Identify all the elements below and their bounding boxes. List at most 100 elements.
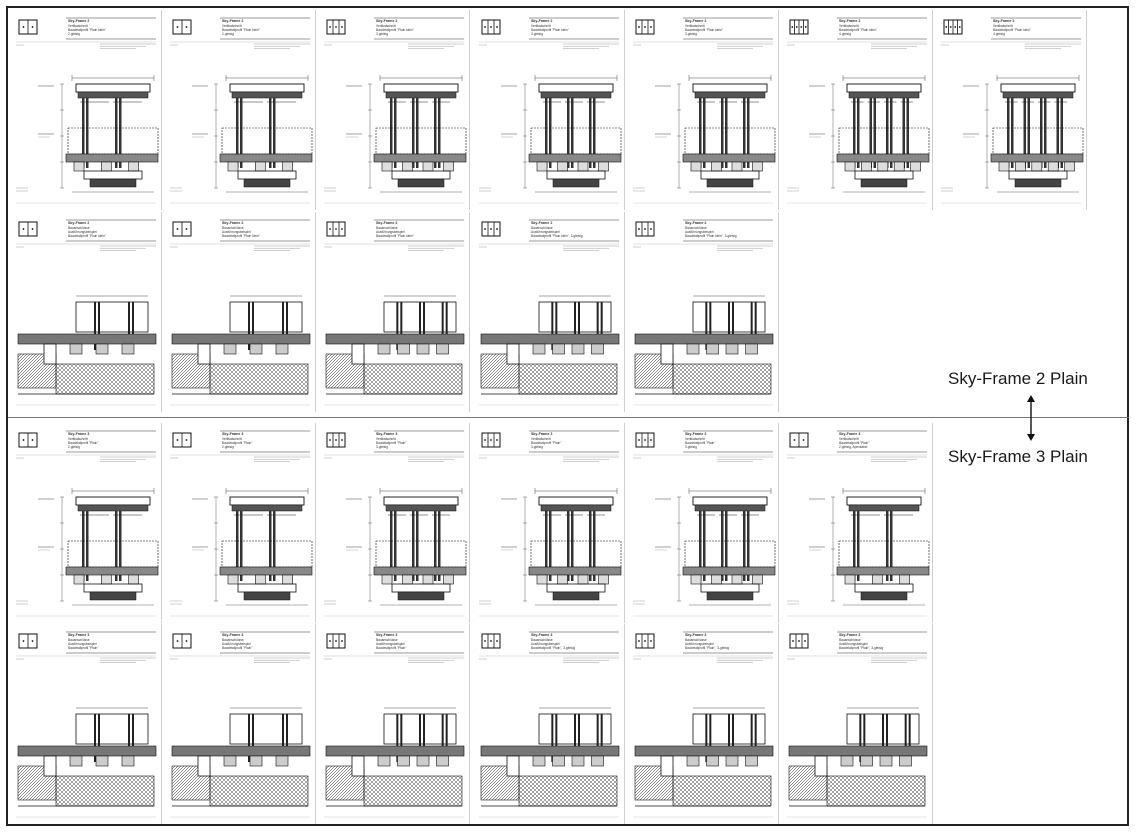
sheet-title: Bauanschlüsse Ausführungsbeispiel Baudet… [222,226,260,238]
sheet-drawing [170,430,313,617]
sheet-product-name: Sky-Frame 2 [531,19,553,23]
sheet-title: Vertikalschnitt Baudetailprofil "Plain k… [839,24,877,36]
sheet-drawing [170,17,313,204]
sheet-title: Vertikalschnitt Baudetailprofil "Plain k… [222,24,260,36]
sheet-drawing [633,219,774,406]
sheet-title: Vertikalschnitt Baudetailprofil "Plain" … [222,437,253,449]
sheet-product-name: Sky-Frame 2 [68,221,90,225]
sheet-title: Bauanschlüsse Ausführungsbeispiel Baudet… [839,638,884,650]
sheet-drawing [170,219,311,406]
sheet-drawing [479,631,620,818]
sheet-product-name: Sky-Frame 3 [376,633,398,637]
sheet-drawing [941,17,1084,204]
sheet-drawing [479,219,620,406]
sheet-drawing [787,631,928,818]
sheet-drawing [16,430,159,617]
sheet-drawing [479,17,622,204]
sheet-product-name: Sky-Frame 2 [685,221,707,225]
sheet-drawing [324,219,465,406]
sheet-product-name: Sky-Frame 2 [685,19,707,23]
sheet-title: Bauanschlüsse Ausführungsbeispiel Baudet… [685,226,737,238]
sheet-product-name: Sky-Frame 3 [222,432,244,436]
sheet-title: Vertikalschnitt Baudetailprofil "Plain" … [531,437,562,449]
sheet-title: Vertikalschnitt Baudetailprofil "Plain k… [376,24,414,36]
sheet-drawing [324,17,467,204]
sheet-product-name: Sky-Frame 3 [376,432,398,436]
sheet-product-name: Sky-Frame 3 [531,432,553,436]
sheet-product-name: Sky-Frame 2 [839,19,861,23]
sheet-product-name: Sky-Frame 3 [531,633,553,637]
sheet-product-name: Sky-Frame 2 [222,221,244,225]
sheet-title: Bauanschlüsse Ausführungsbeispiel Baudet… [531,638,576,650]
sheet-product-name: Sky-Frame 3 [68,432,90,436]
sheet-drawing [16,17,159,204]
sheet-title: Bauanschlüsse Ausführungsbeispiel Baudet… [376,638,407,650]
sheet-product-name: Sky-Frame 3 [839,432,861,436]
sheet-title: Vertikalschnitt Baudetailprofil "Plain k… [993,24,1031,36]
sheet-product-name: Sky-Frame 3 [685,432,707,436]
sheet-drawing [633,17,776,204]
sheet-product-name: Sky-Frame 3 [68,633,90,637]
sheet-product-name: Sky-Frame 2 [531,221,553,225]
sheet-title: Bauanschlüsse Ausführungsbeispiel Baudet… [531,226,583,238]
sheet-drawing [16,631,157,818]
sheet-title: Vertikalschnitt Baudetailprofil "Plain k… [531,24,569,36]
sheet-drawing [787,17,930,204]
sheet-title: Vertikalschnitt Baudetailprofil "Plain k… [68,24,106,36]
sheet-drawing [324,631,465,818]
sheet-drawing [633,631,774,818]
sheet-drawing [787,430,930,617]
sheet-product-name: Sky-Frame 3 [685,633,707,637]
sheet-title: Bauanschlüsse Ausführungsbeispiel Baudet… [376,226,414,238]
sheet-product-name: Sky-Frame 2 [68,19,90,23]
sheet-product-name: Sky-Frame 2 [376,19,398,23]
sheet-title: Vertikalschnitt Baudetailprofil "Plain k… [685,24,723,36]
sheet-title: Vertikalschnitt Baudetailprofil "Plain" … [376,437,407,449]
double-arrow-icon [1027,395,1035,441]
sheet-product-name: Sky-Frame 2 [376,221,398,225]
sheet-product-name: Sky-Frame 3 [839,633,861,637]
sheet-drawing [170,631,311,818]
series-divider-line [8,417,1129,418]
sheet-title: Vertikalschnitt Baudetailprofil "Plain" … [68,437,99,449]
series-label-sky-frame-2: Sky-Frame 2 Plain [948,369,1088,388]
sheet-drawing [479,430,622,617]
sheet-title: Bauanschlüsse Ausführungsbeispiel Baudet… [68,638,99,650]
sheet-drawing [16,219,157,406]
sheet-title: Bauanschlüsse Ausführungsbeispiel Baudet… [222,638,253,650]
sheet-title: Bauanschlüsse Ausführungsbeispiel Baudet… [68,226,106,238]
sheet-drawing [633,430,776,617]
series-label-sky-frame-3: Sky-Frame 3 Plain [948,447,1088,466]
sheet-drawing [324,430,467,617]
sheet-title: Bauanschlüsse Ausführungsbeispiel Baudet… [685,638,730,650]
sheet-title: Vertikalschnitt Baudetailprofil "Plain" … [685,437,716,449]
sheet-product-name: Sky-Frame 2 [993,19,1015,23]
sheet-product-name: Sky-Frame 3 [222,633,244,637]
sheet-product-name: Sky-Frame 2 [222,19,244,23]
sheet-title: Vertikalschnitt Baudetailprofil "Plain" … [839,437,870,449]
